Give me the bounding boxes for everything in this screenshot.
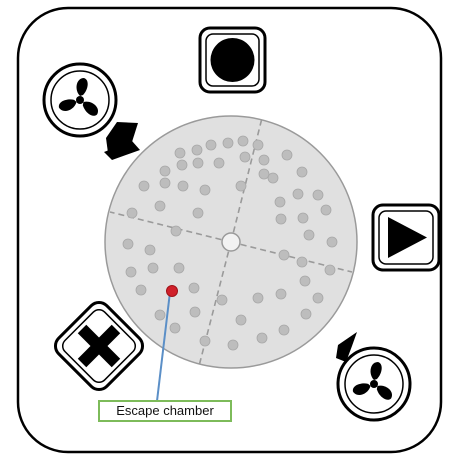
fan-icon-top-left [42, 62, 118, 138]
arena-hole [252, 139, 264, 151]
arena-hole [189, 306, 201, 318]
arena-hole [252, 292, 264, 304]
arena-hole [222, 137, 234, 149]
arena-hole [192, 207, 204, 219]
arena-hole [303, 229, 315, 241]
arena-hole [169, 322, 181, 334]
arena-hole [159, 165, 171, 177]
holes-group [122, 135, 338, 351]
arena-center [221, 232, 241, 252]
arena-hole [278, 324, 290, 336]
arena-hole [235, 180, 247, 192]
arena-hole [275, 213, 287, 225]
fan-icon-bottom-right [336, 346, 412, 422]
arena-hole [205, 139, 217, 151]
arena-hole [177, 180, 189, 192]
arena-hole [192, 157, 204, 169]
arena-hole [147, 262, 159, 274]
arena-hole [297, 212, 309, 224]
x-cross-icon [53, 300, 145, 392]
arena-hole [199, 335, 211, 347]
arena-hole [159, 177, 171, 189]
arena-hole [126, 207, 138, 219]
arena-hole [174, 147, 186, 159]
arena-hole [237, 135, 249, 147]
arena-hole [191, 144, 203, 156]
play-triangle-icon [371, 203, 441, 272]
arena-hole [278, 249, 290, 261]
escape-chamber-label: Escape chamber [98, 400, 232, 422]
arena-hole [135, 284, 147, 296]
arena-hole [144, 244, 156, 256]
arena-hole [188, 282, 200, 294]
arena-hole [312, 189, 324, 201]
arena-hole [239, 151, 251, 163]
arena-hole [312, 292, 324, 304]
record-stop-icon [198, 26, 267, 94]
arena-hole [275, 288, 287, 300]
arena-hole [125, 266, 137, 278]
escape-chamber-hole [166, 285, 178, 297]
arena-hole [299, 275, 311, 287]
arena-hole [138, 180, 150, 192]
arena-hole [258, 168, 270, 180]
arena-hole [296, 166, 308, 178]
arena-hole [216, 294, 228, 306]
arena-hole [256, 332, 268, 344]
arena-hole [176, 159, 188, 171]
arena-hole [258, 154, 270, 166]
arena-hole [320, 204, 332, 216]
vent-top-left [104, 122, 140, 160]
arena-hole [154, 200, 166, 212]
arena-hole [267, 172, 279, 184]
vent-bottom-right [336, 332, 357, 362]
arena-hole [281, 149, 293, 161]
arena-hole [296, 256, 308, 268]
arena-hole [300, 308, 312, 320]
arena-hole [292, 188, 304, 200]
arena-hole [326, 236, 338, 248]
arena-hole [213, 157, 225, 169]
arena-hole [170, 225, 182, 237]
arena-hole [324, 264, 336, 276]
arena-hole [199, 184, 211, 196]
arena-hole [154, 309, 166, 321]
arena-hole [173, 262, 185, 274]
arena-hole [122, 238, 134, 250]
arena-hole [235, 314, 247, 326]
callout-pointer-line [156, 291, 171, 402]
arena-hole [274, 196, 286, 208]
arena-hole [227, 339, 239, 351]
